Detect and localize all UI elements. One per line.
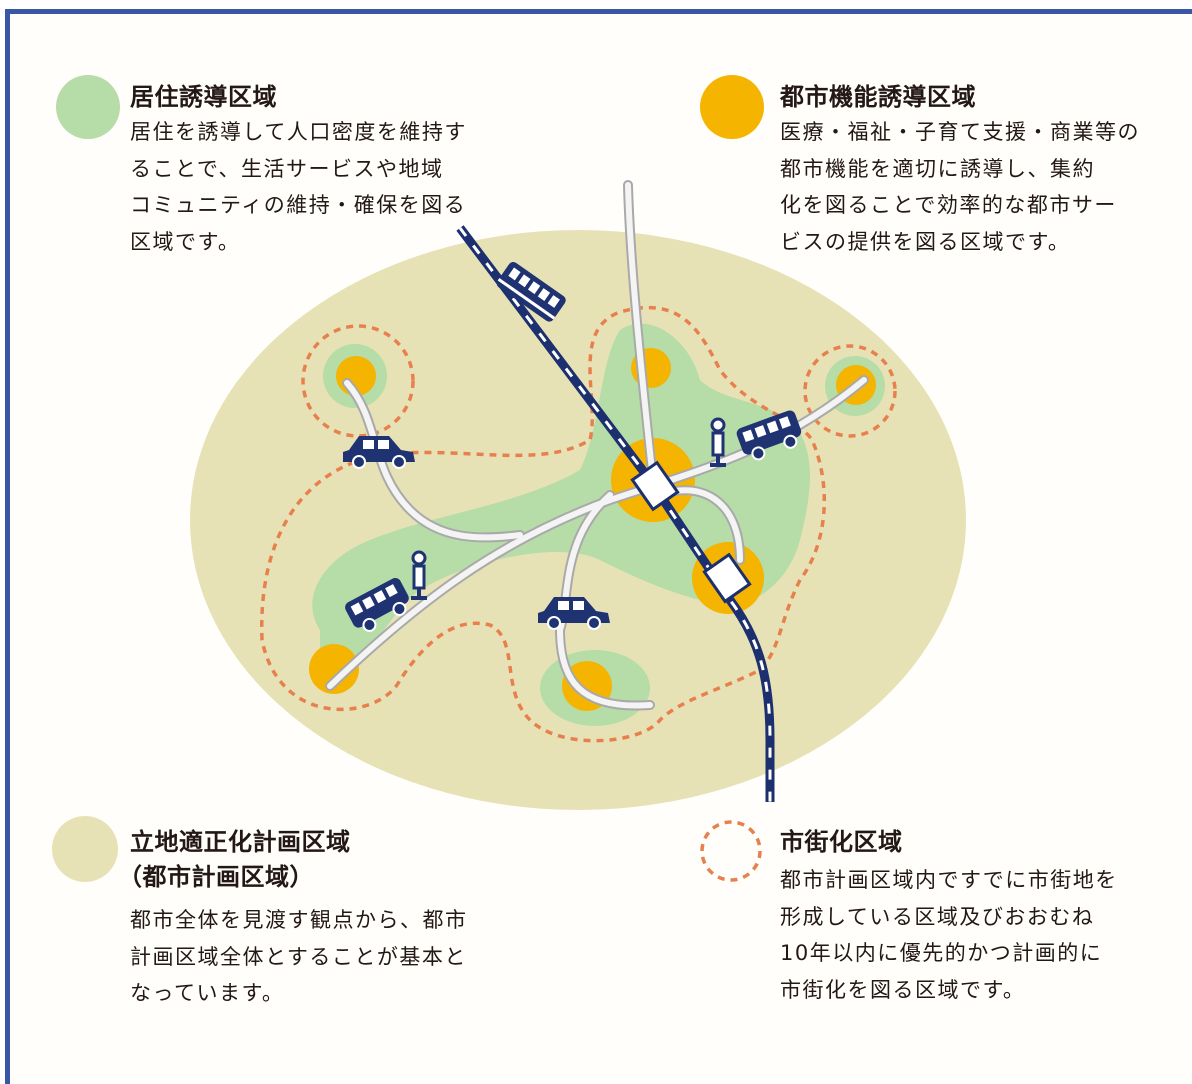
shigaika-title: 市街化区域 bbox=[780, 828, 903, 856]
ritchi-description: 都市全体を見渡す観点から、都市 計画区域全体とすることが基本と なっています。 bbox=[130, 908, 468, 1005]
station-icon bbox=[702, 552, 752, 604]
toshi-kino-title: 都市機能誘導区域 bbox=[780, 83, 976, 111]
car-icon bbox=[538, 597, 610, 630]
shigaika-description: 都市計画区域内ですでに市街地を 形成している区域及びおおむね 10年以内に優先的… bbox=[780, 868, 1118, 1002]
bus-stop-icon bbox=[710, 417, 726, 467]
kyoju-title: 居住誘導区域 bbox=[130, 83, 277, 111]
station-icon bbox=[630, 460, 680, 512]
shigaika-swatch-icon bbox=[700, 820, 762, 882]
bus-icon bbox=[345, 578, 409, 632]
ritchi-subtitle: （都市計画区域） bbox=[118, 863, 314, 891]
train-icon bbox=[496, 261, 566, 322]
bus-stop-icon bbox=[411, 550, 427, 600]
railway bbox=[456, 225, 775, 802]
bus-icon bbox=[736, 410, 802, 461]
ritchi-title: 立地適正化計画区域 bbox=[130, 828, 351, 856]
ritchi-swatch-icon bbox=[52, 816, 118, 882]
toshi-kino-description: 医療・福祉・子育て支援・商業等の 都市機能を適切に誘導し、集約 化を図ることで効… bbox=[780, 120, 1140, 254]
kyoju-description: 居住を誘導して人口密度を維持す ることで、生活サービスや地域 コミュニティの維持… bbox=[130, 120, 467, 254]
urbanization-area-boundary bbox=[260, 305, 897, 743]
kyoju-swatch-icon bbox=[56, 75, 120, 139]
car-icon bbox=[343, 436, 415, 469]
toshi-kino-swatch-icon bbox=[700, 75, 764, 139]
